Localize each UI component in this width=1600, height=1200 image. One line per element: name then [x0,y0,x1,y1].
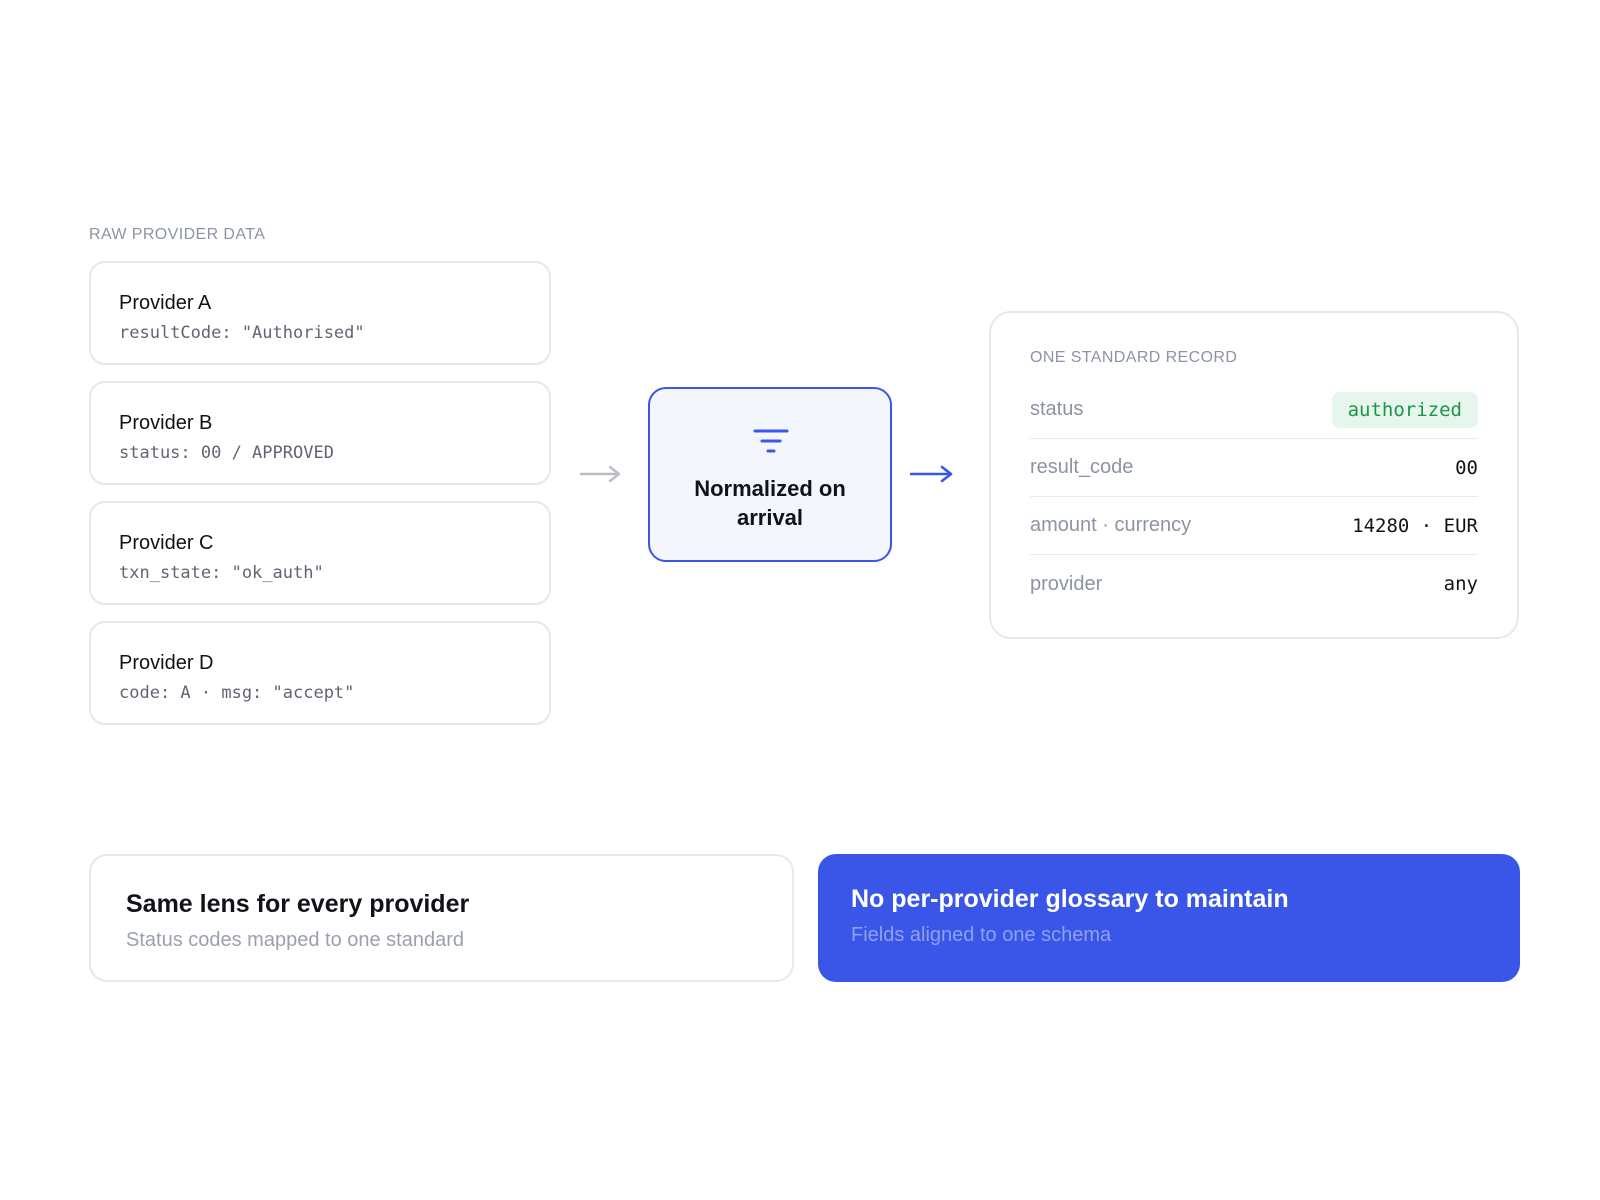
callout-title: No per-provider glossary to maintain [851,885,1289,913]
record-title: ONE STANDARD RECORD [1030,349,1238,366]
callout-no-glossary: No per-provider glossary to maintain Fie… [818,854,1520,982]
record-key: amount · currency [1030,514,1192,536]
record-key: provider [1030,572,1103,595]
status-badge: authorized [1331,391,1478,428]
arrow-right-icon [910,465,953,483]
normalizer-box: Normalized on arrival [648,387,892,562]
provider-card-c: Provider C txn_state: "ok_auth" [89,501,551,605]
callout-subtitle: Fields aligned to one schema [851,924,1112,946]
provider-name: Provider D [119,652,214,674]
filter-icon [753,429,789,453]
provider-name: Provider A [119,292,212,314]
callout-subtitle: Status codes mapped to one standard [126,929,465,951]
record-row-result-code: result_code 00 [1030,439,1478,497]
provider-raw-value: code: A · msg: "accept" [119,683,355,703]
record-key: status [1030,398,1084,420]
provider-name: Provider B [119,412,213,434]
record-row-status: status authorized [1030,381,1478,439]
raw-provider-data-label: RAW PROVIDER DATA [89,226,266,243]
standard-record-card: ONE STANDARD RECORD status authorized re… [989,311,1519,639]
provider-raw-value: status: 00 / APPROVED [119,443,334,463]
provider-card-b: Provider B status: 00 / APPROVED [89,381,551,485]
normalizer-label: Normalized on arrival [694,476,846,530]
provider-name: Provider C [119,532,214,554]
record-row-provider: provider any [1030,555,1478,613]
callout-same-lens: Same lens for every provider Status code… [89,854,794,982]
record-value: any [1443,573,1478,595]
callout-title: Same lens for every provider [126,890,470,918]
record-row-amount-currency: amount · currency 14280 · EUR [1030,497,1478,555]
arrow-right-icon [580,465,621,483]
record-value: 00 [1455,456,1478,479]
provider-raw-value: resultCode: "Authorised" [119,323,365,343]
record-key: result_code [1030,456,1134,478]
provider-card-d: Provider D code: A · msg: "accept" [89,621,551,725]
provider-card-a: Provider A resultCode: "Authorised" [89,261,551,365]
provider-raw-value: txn_state: "ok_auth" [119,563,324,583]
record-value: 14280 · EUR [1352,514,1478,537]
